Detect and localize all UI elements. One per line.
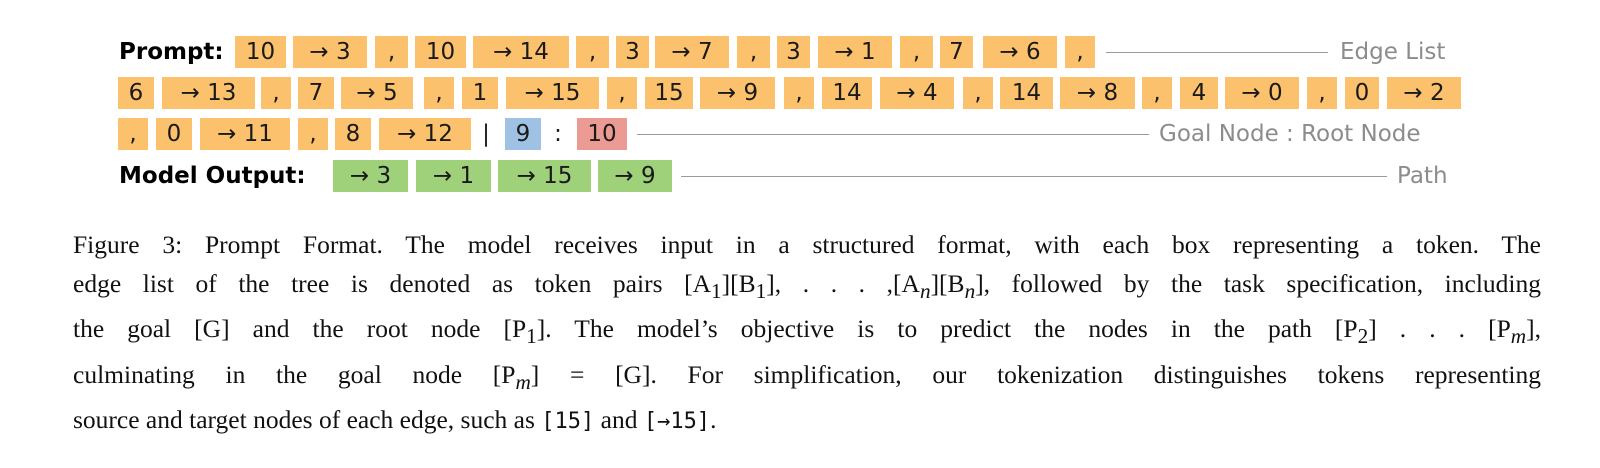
token: → 5 <box>341 77 413 109</box>
token: 1 <box>462 77 498 109</box>
model-output-label: Model Output: <box>119 163 306 189</box>
caption-line-1: Figure 3: Prompt Format. The model recei… <box>73 230 1541 259</box>
model-output-row: Model Output: → 3 → 1 → 15 → 9 Path <box>0 160 1600 192</box>
output-token: → 1 <box>416 160 491 192</box>
token: → 14 <box>473 36 569 68</box>
path-label: Path <box>1397 163 1448 189</box>
token: → 1 <box>818 36 892 68</box>
code-token-arrow-15: [→15] <box>643 409 711 435</box>
token: 8 <box>335 118 371 150</box>
token: → 4 <box>880 77 954 109</box>
token: → 13 <box>162 77 255 109</box>
edge-list-leader-line <box>1106 52 1328 53</box>
token: , <box>424 77 454 109</box>
token: → 8 <box>1060 77 1135 109</box>
token: 6 <box>118 77 154 109</box>
token: , <box>900 36 933 68</box>
token: , <box>1307 77 1337 109</box>
token: 7 <box>298 77 334 109</box>
token: → 2 <box>1387 77 1461 109</box>
token: , <box>576 36 609 68</box>
token: → 7 <box>655 36 729 68</box>
token: 0 <box>1345 77 1379 109</box>
goal-root-leader-line <box>637 134 1149 135</box>
token: 3 <box>777 36 810 68</box>
prompt-row-3: , 0 → 11 , 8 → 12 | 9 : 10 Goal Node : R… <box>0 118 1600 150</box>
output-token: → 3 <box>333 160 408 192</box>
code-token-15: [15] <box>541 409 595 435</box>
token: , <box>737 36 770 68</box>
token: 14 <box>822 77 872 109</box>
token: 15 <box>645 77 693 109</box>
token: , <box>1142 77 1172 109</box>
token: 10 <box>415 36 466 68</box>
token: 14 <box>1000 77 1053 109</box>
prompt-row-1: Prompt: 10 → 3 , 10 → 14 , 3 → 7 , 3 → 1… <box>0 36 1600 68</box>
caption-line-5: source and target nodes of each edge, su… <box>73 405 717 435</box>
goal-root-label: Goal Node : Root Node <box>1159 121 1421 147</box>
token: 10 <box>235 36 286 68</box>
token: → 15 <box>506 77 599 109</box>
token: → 6 <box>983 36 1057 68</box>
prompt-format-figure: Prompt: 10 → 3 , 10 → 14 , 3 → 7 , 3 → 1… <box>0 0 1600 210</box>
edge-list-label: Edge List <box>1340 39 1446 65</box>
token: → 3 <box>293 36 367 68</box>
caption-line-2: edge list of the tree is denoted as toke… <box>73 268 1541 303</box>
prompt-row-2: 6 → 13 , 7 → 5 , 1 → 15 , 15 → 9 , 14 → … <box>0 77 1600 109</box>
prompt-label: Prompt: <box>119 39 224 65</box>
separator-bar: | <box>482 121 490 147</box>
token: , <box>963 77 993 109</box>
output-token: → 9 <box>598 160 672 192</box>
token: 3 <box>616 36 649 68</box>
token: , <box>1065 36 1095 68</box>
token: → 12 <box>379 118 471 150</box>
token: , <box>298 118 328 150</box>
token: 7 <box>940 36 973 68</box>
root-node-token: 10 <box>577 118 627 150</box>
token: , <box>607 77 637 109</box>
token: → 0 <box>1225 77 1299 109</box>
token: 0 <box>156 118 192 150</box>
output-token: → 15 <box>498 160 591 192</box>
token: , <box>784 77 814 109</box>
goal-node-token: 9 <box>505 118 541 150</box>
caption-line-4: culminating in the goal node [Pm] = [G].… <box>73 359 1541 394</box>
token: 4 <box>1180 77 1218 109</box>
token: → 9 <box>700 77 775 109</box>
token: , <box>118 118 148 150</box>
path-leader-line <box>681 176 1387 177</box>
caption-line-3: the goal [G] and the root node [P1]. The… <box>73 314 1542 349</box>
token: , <box>375 36 408 68</box>
token: → 11 <box>200 118 290 150</box>
figure-caption: Figure 3: Prompt Format. The model recei… <box>73 226 1541 442</box>
colon-token: : <box>554 121 562 147</box>
token: , <box>261 77 291 109</box>
